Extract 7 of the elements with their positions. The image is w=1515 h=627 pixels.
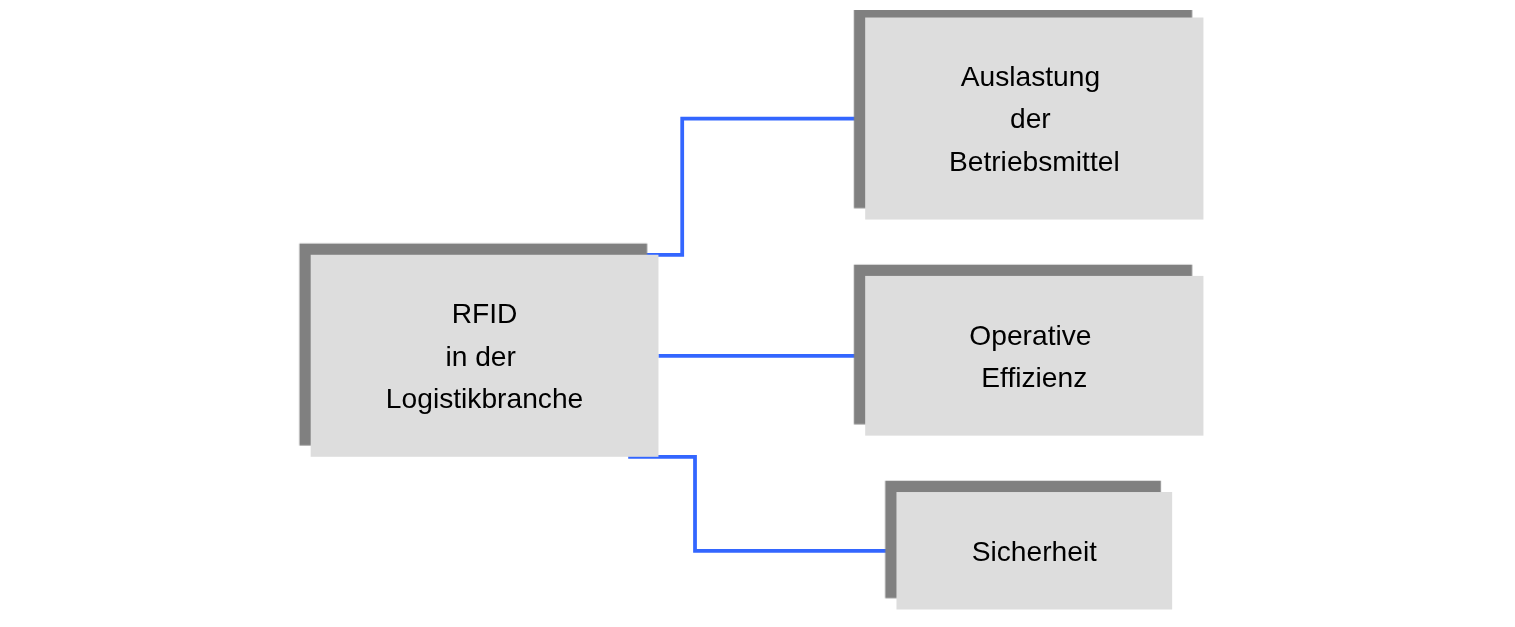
node-box: Operative Effizienz	[865, 275, 1204, 436]
node-box: Sicherheit	[896, 492, 1173, 610]
connector	[628, 454, 897, 553]
node-box: Auslastung der Betriebsmittel	[865, 17, 1204, 220]
connector	[603, 116, 866, 257]
node-box: RFID in der Logistikbranche	[311, 254, 659, 457]
connector	[658, 353, 866, 358]
